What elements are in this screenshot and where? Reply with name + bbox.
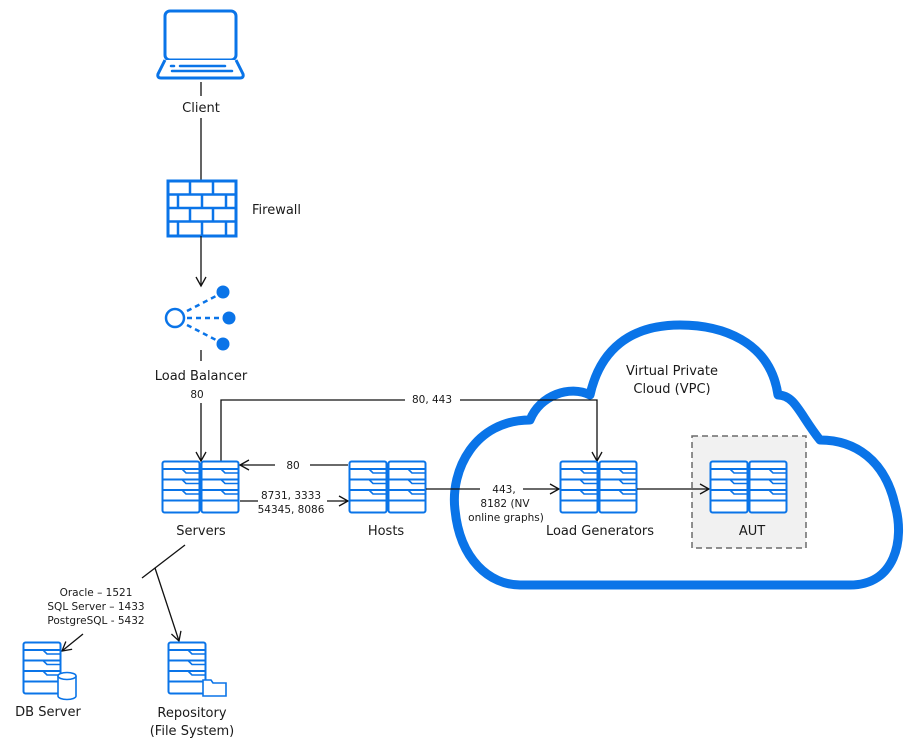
repository-label-line2: (File System) (150, 724, 235, 739)
server-rack-icon (348, 460, 388, 514)
aut-label: AUT (739, 524, 765, 539)
hosts-label: Hosts (368, 524, 405, 539)
edge-servers-db-label-2: SQL Server – 1433 (47, 601, 144, 613)
client-node[interactable]: Client (156, 9, 245, 116)
vpc-cloud-icon (449, 320, 904, 590)
edge-servers-hosts-label-2: 54345, 8086 (258, 504, 325, 516)
edge-servers-db (60, 633, 84, 652)
load-balancer-node[interactable]: Load Balancer (155, 285, 248, 385)
edge-servers-hosts-label-1: 8731, 3333 (261, 490, 321, 502)
edge-servers-loadgen-b (460, 399, 603, 463)
edge-hosts-loadgen-label-3: online graphs) (468, 512, 544, 524)
hosts-node[interactable]: Hosts (348, 460, 427, 540)
edge-servers-loadgen-a (220, 399, 405, 461)
vpc-label-line1: Virtual Private (626, 364, 718, 379)
file-server-icon (167, 641, 227, 697)
edge-servers-repository (154, 567, 182, 643)
firewall-node[interactable]: Firewall (166, 179, 301, 238)
firewall-label: Firewall (252, 203, 301, 218)
edge-hosts-loadgen-label-1: 443, (492, 484, 515, 496)
server-rack-icon (387, 460, 427, 514)
server-rack-icon (559, 460, 599, 514)
edge-servers-db-label-3: PostgreSQL - 5432 (47, 615, 144, 627)
server-rack-icon (200, 460, 240, 514)
database-server-icon (22, 641, 77, 701)
edge-hosts-loadgen-label-2: 8182 (NV (480, 498, 530, 510)
edge-lb-servers-label: 80 (190, 389, 203, 401)
edge-hosts-servers-label: 80 (286, 460, 299, 472)
load-generators-label: Load Generators (546, 524, 654, 539)
servers-label: Servers (176, 524, 226, 539)
laptop-icon (156, 9, 245, 80)
load-balancer-icon (164, 285, 236, 351)
aut-node[interactable]: AUT (709, 460, 788, 540)
server-rack-icon (709, 460, 749, 514)
edge-servers-loadgen-label: 80, 443 (412, 394, 452, 406)
server-rack-icon (161, 460, 201, 514)
repository-label-line1: Repository (157, 706, 226, 721)
repository-node[interactable]: Repository (File System) (150, 641, 235, 740)
load-balancer-label: Load Balancer (155, 369, 248, 384)
db-server-node[interactable]: DB Server (15, 641, 81, 721)
brick-wall-icon (166, 179, 238, 238)
db-server-label: DB Server (15, 705, 81, 720)
servers-node[interactable]: Servers (161, 460, 240, 540)
server-rack-icon (598, 460, 638, 514)
load-generators-node[interactable]: Load Generators (546, 460, 654, 540)
edge-servers-branch-bar (141, 544, 186, 579)
server-rack-icon (748, 460, 788, 514)
vpc-label-line2: Cloud (VPC) (633, 382, 710, 397)
client-label: Client (182, 101, 220, 116)
edge-servers-db-label-1: Oracle – 1521 (60, 587, 133, 599)
